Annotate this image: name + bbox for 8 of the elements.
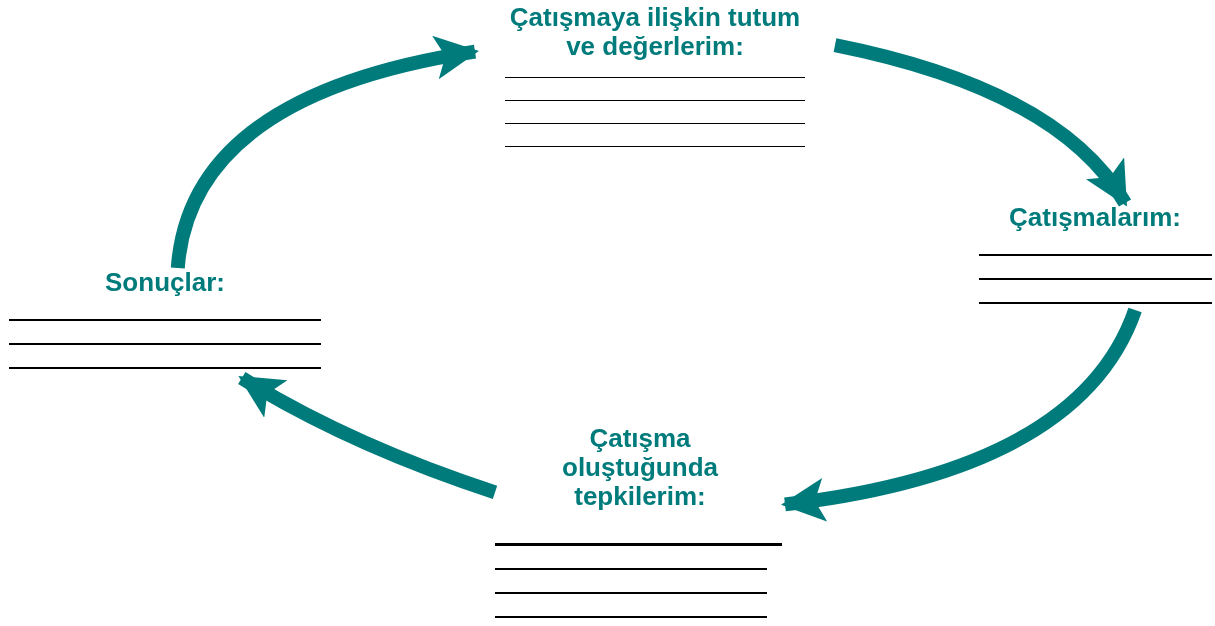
curved-arrow [238, 372, 498, 499]
section-heading: Çatışma oluştuğunda tepkilerim: [561, 424, 719, 511]
curved-arrow [781, 307, 1142, 521]
section-heading: Sonuçlar: [104, 268, 226, 297]
section-heading: Çatışmaya ilişkin tutum ve değerlerim: [508, 3, 802, 61]
curved-arrow [170, 36, 479, 269]
curved-arrow [833, 38, 1131, 207]
section-heading: Çatışmalarım: [1008, 203, 1182, 232]
